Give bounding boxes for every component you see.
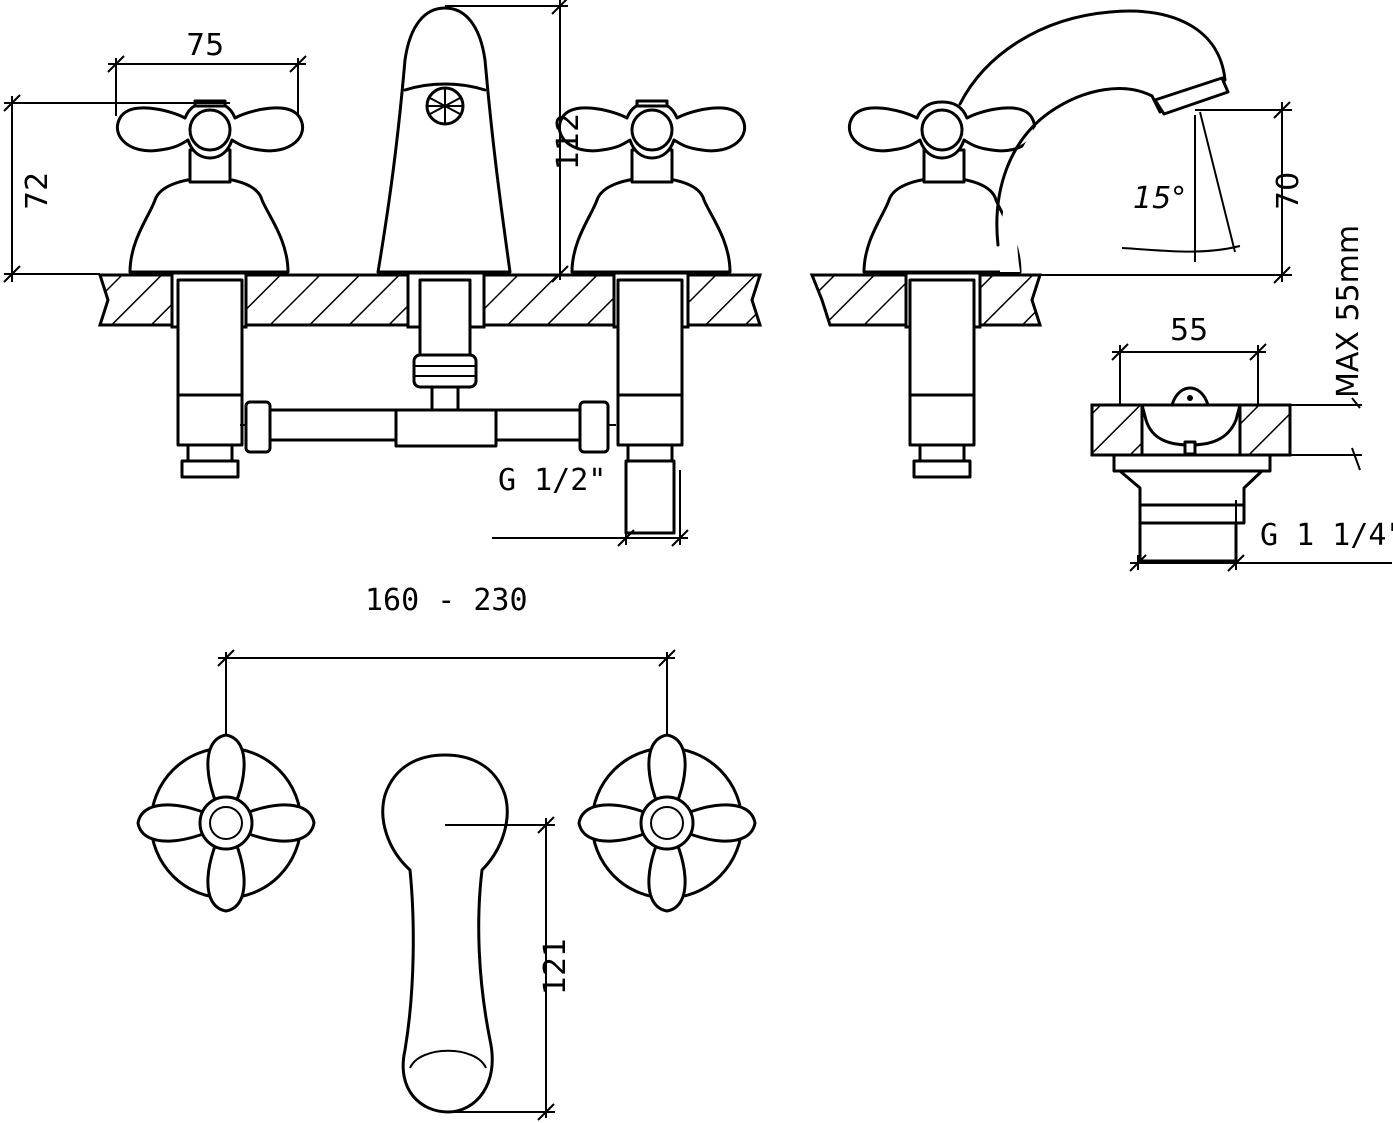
dim-label-70: 70 xyxy=(1271,172,1306,210)
spout-side xyxy=(958,9,1230,272)
top-view: 160 - 230 xyxy=(136,583,757,1121)
dim-inlet-thread: G 1/2" xyxy=(492,463,689,547)
dim-label-g114: G 1 1/4" xyxy=(1260,518,1393,553)
dim-label-spacing: 160 - 230 xyxy=(365,583,528,618)
dim-label-max55: MAX 55mm xyxy=(1331,225,1366,398)
dim-spout-height: 112 xyxy=(445,0,586,283)
left-handle-top xyxy=(136,733,316,913)
right-valve-front xyxy=(558,99,746,535)
dim-label-15deg: 15° xyxy=(1133,181,1186,216)
right-handle-top xyxy=(577,733,757,913)
dim-label-75: 75 xyxy=(186,28,224,63)
waste-detail: MAX 55mm 55 G 1 1/4" xyxy=(1090,225,1393,572)
connecting-pipe xyxy=(240,400,616,454)
dim-label-72: 72 xyxy=(20,172,55,210)
valve-side xyxy=(848,100,1036,479)
dim-spout-angle: 15° xyxy=(1121,111,1241,262)
side-view: 15° 70 xyxy=(809,9,1306,479)
dim-label-121: 121 xyxy=(538,938,573,995)
dim-handle-width: 75 xyxy=(107,28,307,116)
dim-handle-height: 72 xyxy=(3,94,230,283)
front-view: 75 72 112 G 1/2" xyxy=(3,0,763,547)
dim-label-112: 112 xyxy=(551,113,586,170)
dim-label-55: 55 xyxy=(1170,313,1208,348)
spout-top: 121 xyxy=(381,753,573,1121)
dim-spout-reach: 70 xyxy=(1030,101,1306,284)
spout-front xyxy=(376,6,512,413)
dim-label-g12: G 1/2" xyxy=(498,463,606,498)
